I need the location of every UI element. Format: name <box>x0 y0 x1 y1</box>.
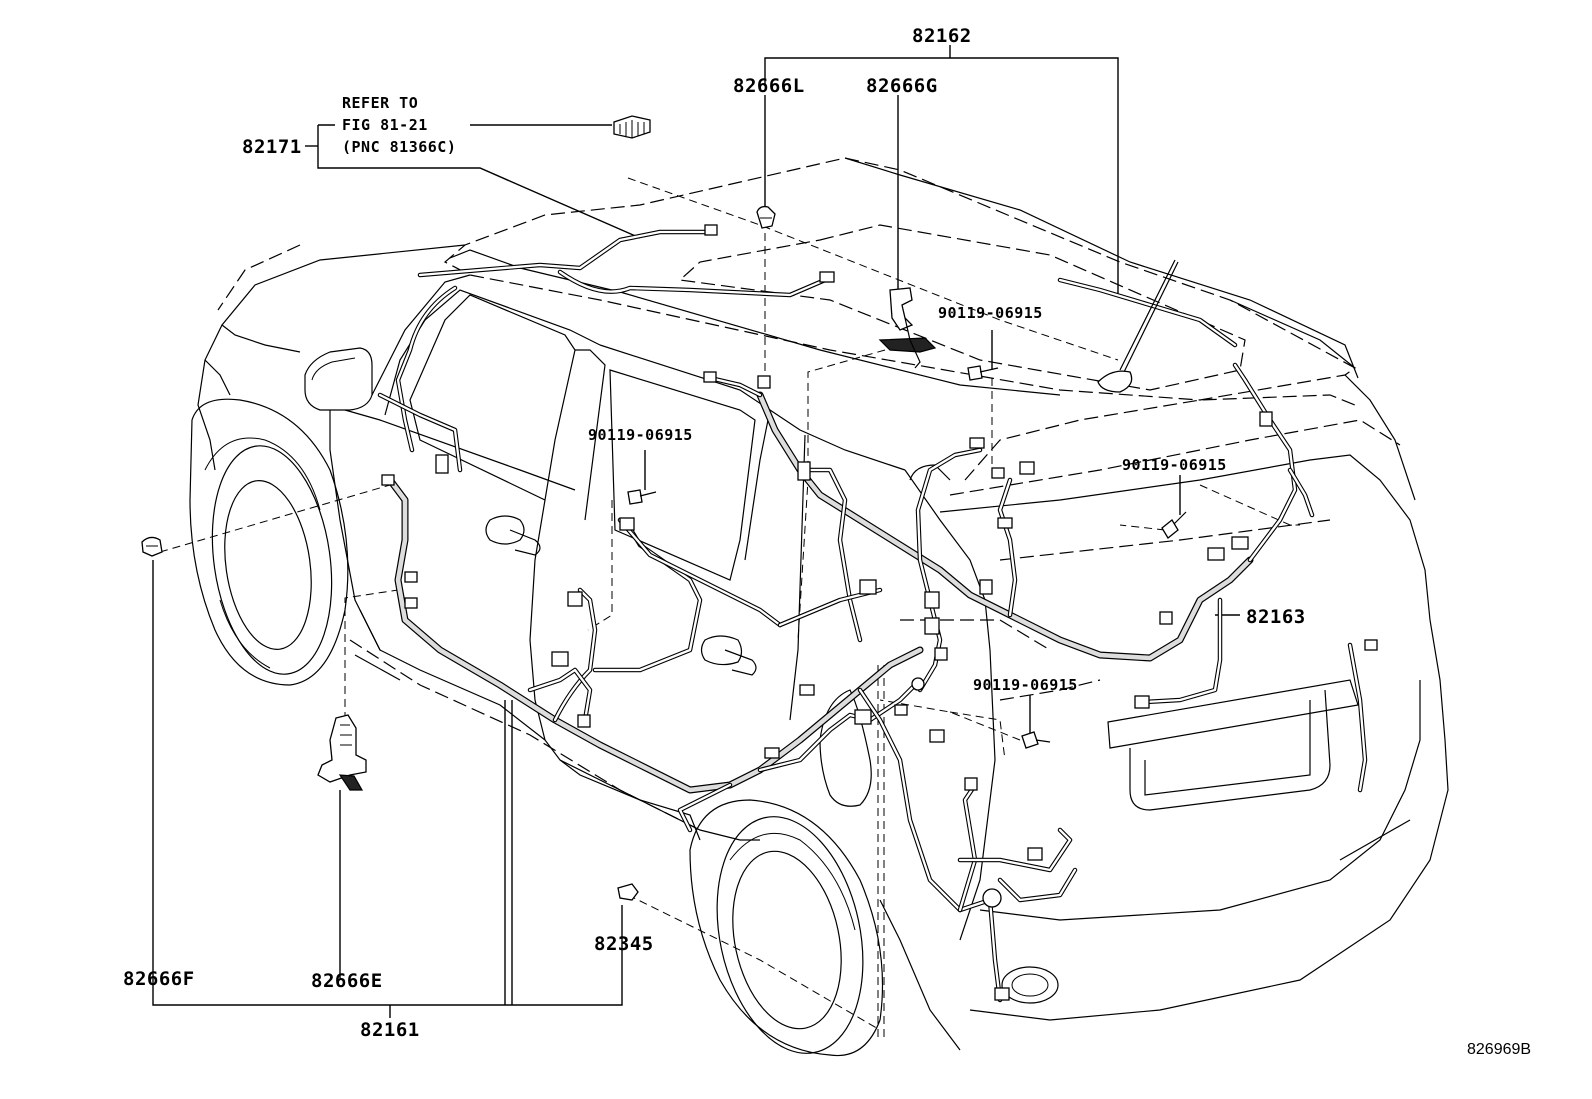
figure-id: 826969B <box>1467 1041 1531 1058</box>
part-labels: 82162 82666L 82666G REFER TO FIG 81-21 (… <box>123 25 1531 1058</box>
harness-82171-roof <box>377 229 828 473</box>
connector-icon <box>964 777 978 791</box>
connector-icon <box>404 571 418 583</box>
connector-icon <box>764 747 780 759</box>
connector-icon <box>435 454 449 474</box>
bolt-icon <box>1161 511 1187 539</box>
connector-icon <box>797 461 811 481</box>
connector-icon <box>994 987 1010 1001</box>
grommet-icon <box>982 888 1002 908</box>
antenna-icon <box>1097 259 1179 393</box>
harness-82161-floor <box>386 476 1078 1003</box>
label-82161: 82161 <box>360 1019 420 1041</box>
label-bolt-90119-06915-b: 90119-06915 <box>588 426 693 444</box>
refer-note-line-2: FIG 81-21 <box>342 116 428 134</box>
connector-icon <box>1027 847 1043 861</box>
connector-icon <box>1259 411 1273 427</box>
bolt-icon <box>967 365 999 381</box>
connector-icon <box>703 371 717 383</box>
clip-icon <box>756 205 776 229</box>
label-bolt-90119-06915-d: 90119-06915 <box>973 676 1078 694</box>
vehicle-body <box>189 157 1449 1057</box>
connector-icon <box>381 474 395 486</box>
leader-lines <box>152 45 1240 1018</box>
connector-icon <box>929 729 945 743</box>
connector-icon <box>1134 695 1150 709</box>
connector-icon <box>924 591 940 609</box>
connector-block-icon <box>613 115 651 139</box>
connector-icon <box>991 467 1005 479</box>
connector-icon <box>969 437 985 449</box>
connector-icon <box>577 714 591 728</box>
position-lines <box>159 177 1300 1040</box>
bracket-icon <box>317 714 367 791</box>
connector-icon <box>1159 611 1173 625</box>
connector-icon <box>934 647 948 661</box>
label-bolt-90119-06915-a: 90119-06915 <box>938 304 1043 322</box>
label-82171: 82171 <box>242 136 302 158</box>
connector-icon <box>894 704 908 716</box>
label-82666E: 82666E <box>311 970 383 992</box>
label-82163: 82163 <box>1246 606 1306 628</box>
label-82666F: 82666F <box>123 968 195 990</box>
connector-icon <box>979 579 993 595</box>
connector-icon <box>551 651 569 667</box>
connector-icon <box>1019 461 1035 475</box>
connector-icon <box>619 517 635 531</box>
connector-icon <box>1207 547 1225 561</box>
connector-icon <box>924 617 940 635</box>
connector-icon <box>854 709 872 725</box>
connector-icon <box>799 684 815 696</box>
clip-icon <box>141 536 163 557</box>
connector-icon <box>859 579 877 595</box>
bolt-icon <box>1021 731 1051 749</box>
connectors <box>381 224 1378 1001</box>
bolt-icon <box>627 489 657 505</box>
refer-note-line-3: (PNC 81366C) <box>342 138 456 156</box>
connector-icon <box>1231 536 1249 550</box>
connector-icon <box>404 597 418 609</box>
bracket-icon <box>878 287 937 369</box>
connector-icon <box>567 591 583 607</box>
connector-icon <box>757 375 771 389</box>
label-bolt-90119-06915-c: 90119-06915 <box>1122 456 1227 474</box>
front-wheel <box>189 398 349 686</box>
label-82162: 82162 <box>912 25 972 47</box>
label-82666G: 82666G <box>866 75 938 97</box>
connector-icon <box>997 517 1013 529</box>
rear-wheel <box>689 799 884 1057</box>
connector-icon <box>704 224 718 236</box>
refer-note-line-1: REFER TO <box>342 94 418 112</box>
connector-icon <box>819 271 835 283</box>
label-82666L: 82666L <box>733 75 805 97</box>
clip-icon <box>617 883 639 901</box>
connector-icon <box>1364 639 1378 651</box>
label-82345: 82345 <box>594 933 654 955</box>
grommet-icon <box>911 677 925 691</box>
